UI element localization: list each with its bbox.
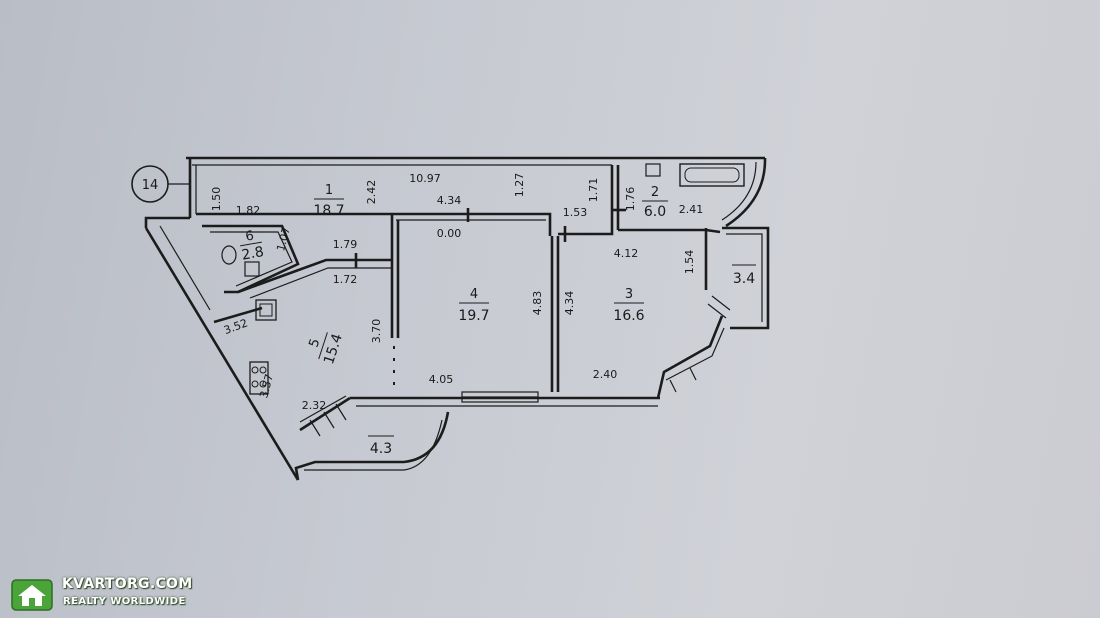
dim-label: 1.76 [624, 187, 637, 212]
dim-label: 4.34 [437, 194, 462, 207]
room-6-number: 6 [244, 229, 255, 245]
dim-label: 1.72 [333, 273, 358, 286]
interior-walls [196, 165, 721, 432]
watermark-subtitle: REALTY WORLDWIDE [63, 596, 186, 607]
dim-label: 1.79 [333, 238, 358, 251]
balcony-right-area: 3.4 [733, 271, 755, 287]
dim-label: 1.27 [513, 173, 526, 198]
dim-label: 4.34 [563, 291, 576, 316]
room-1-area: 18.7 [313, 203, 344, 219]
room-3-area: 16.6 [613, 308, 644, 324]
kitchen-sink-icon [255, 299, 277, 321]
dim-label: 3.70 [370, 319, 383, 344]
room-6-label: 6 2.8 [240, 229, 265, 264]
sink-icon [645, 163, 661, 177]
room-5-label: 5 15.4 [307, 332, 346, 367]
watermark: KVARTORG.COM REALTY WORLDWIDE [10, 574, 193, 614]
dim-label: 10.97 [409, 172, 441, 185]
dim-label: 2.41 [679, 203, 704, 216]
dim-label: 4.12 [614, 247, 639, 260]
dim-label: 1.82 [236, 204, 261, 217]
dim-label: 3.57 [257, 373, 276, 400]
dimension-labels: 1.50 10.97 2.42 1.82 1.27 1.71 1.76 2.41… [210, 172, 703, 412]
dim-label: 0.00 [437, 227, 462, 240]
toilet-icon [221, 245, 237, 265]
dim-label: 2.42 [365, 180, 378, 205]
room-2-label: 2 6.0 [642, 185, 668, 220]
dim-label: 1.53 [563, 206, 588, 219]
room-2-area: 6.0 [644, 204, 666, 220]
dim-label: 1.54 [683, 250, 696, 275]
dim-label: 2.32 [302, 399, 327, 412]
room-1-label: 1 18.7 [313, 183, 344, 219]
wc-sink-icon [244, 261, 260, 277]
bathtub-icon [679, 163, 745, 187]
room-5-number: 5 [307, 337, 324, 350]
room-4-area: 19.7 [458, 308, 489, 324]
room-6-area: 2.8 [240, 244, 265, 264]
room-2-number: 2 [651, 185, 659, 200]
dim-label: 1.07 [274, 226, 293, 253]
dim-label: 4.83 [531, 291, 544, 316]
dim-label: 1.50 [210, 187, 223, 212]
dim-label: 4.05 [429, 373, 454, 386]
room-5-area: 15.4 [321, 332, 346, 367]
balcony-right-label: 3.4 [732, 264, 756, 287]
room-3-number: 3 [625, 287, 633, 302]
fixtures [221, 163, 745, 437]
room-1-number: 1 [325, 183, 333, 198]
watermark-title: KVARTORG.COM [62, 576, 193, 592]
room-labels: 1 18.7 2 6.0 3 16.6 4 19.7 5 15.4 6 2.8 [240, 183, 756, 457]
outer-walls [144, 156, 770, 481]
apartment-marker: 14 [131, 165, 190, 203]
marker-number: 14 [142, 178, 159, 193]
house-logo-icon [11, 579, 53, 611]
balcony-bottom-label: 4.3 [368, 435, 394, 457]
dim-label: 1.71 [587, 178, 600, 203]
room-3-label: 3 16.6 [613, 287, 644, 324]
stove-icon [249, 361, 269, 395]
room-4-label: 4 19.7 [458, 287, 489, 324]
dim-label: 2.40 [593, 368, 618, 381]
room-4-number: 4 [470, 287, 478, 302]
balcony-bottom-area: 4.3 [370, 441, 392, 457]
